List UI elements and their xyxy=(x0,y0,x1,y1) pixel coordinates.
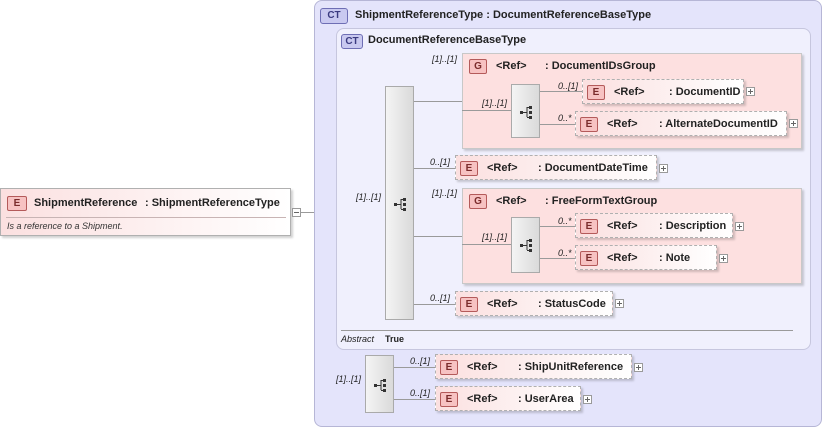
element-name: : DocumentID xyxy=(669,86,741,98)
ref-label: <Ref> xyxy=(607,252,638,264)
occurrence-label: [1]..[1] xyxy=(482,98,508,108)
connector-line xyxy=(394,399,435,400)
ref-label: <Ref> xyxy=(467,393,498,405)
collapse-toggle[interactable] xyxy=(292,208,301,217)
ref-label: <Ref> xyxy=(607,118,638,130)
element-documentid[interactable]: E <Ref> : DocumentID xyxy=(582,79,744,104)
group-name: : FreeFormTextGroup xyxy=(545,195,658,207)
expand-toggle[interactable] xyxy=(789,119,798,128)
element-badge: E xyxy=(580,219,598,234)
element-name: : AlternateDocumentID xyxy=(659,118,778,130)
expand-toggle[interactable] xyxy=(583,395,592,404)
connector-line xyxy=(462,110,511,111)
element-description[interactable]: E <Ref> : Description xyxy=(575,213,733,238)
sequence-compositor[interactable] xyxy=(365,355,394,413)
sequence-icon xyxy=(520,106,532,119)
connector-line xyxy=(414,168,455,169)
ref-label: <Ref> xyxy=(467,361,498,373)
abstract-label: Abstract xyxy=(341,334,375,344)
occurrence-label: 0..[1] xyxy=(410,388,431,398)
element-documentdatetime[interactable]: E <Ref> : DocumentDateTime xyxy=(455,155,657,180)
expand-toggle[interactable] xyxy=(659,164,668,173)
root-divider xyxy=(6,217,286,218)
sequence-compositor[interactable] xyxy=(511,84,540,138)
element-badge: E xyxy=(7,196,27,211)
ref-label: <Ref> xyxy=(614,86,645,98)
element-name: : UserArea xyxy=(518,393,574,405)
complex-type-title: DocumentReferenceBaseType xyxy=(368,34,527,46)
connector-line xyxy=(540,258,575,259)
occurrence-label: 0..* xyxy=(558,113,572,123)
root-documentation: Is a reference to a Shipment. xyxy=(7,221,123,231)
root-element-name: ShipmentReference xyxy=(34,197,138,209)
ref-label: <Ref> xyxy=(487,162,518,174)
element-badge: E xyxy=(440,360,458,375)
occurrence-label: [1]..[1] xyxy=(432,188,458,198)
element-shipunitreference[interactable]: E <Ref> : ShipUnitReference xyxy=(435,354,632,379)
expand-toggle[interactable] xyxy=(735,222,744,231)
occurrence-label: [1]..[1] xyxy=(336,374,362,384)
group-badge: G xyxy=(469,194,487,209)
ref-label: <Ref> xyxy=(496,195,527,207)
element-note[interactable]: E <Ref> : Note xyxy=(575,245,717,270)
complex-type-title: ShipmentReferenceType : DocumentReferenc… xyxy=(355,9,652,21)
element-name: : DocumentDateTime xyxy=(538,162,648,174)
abstract-value: True xyxy=(385,334,405,344)
connector-line xyxy=(540,124,575,125)
element-badge: E xyxy=(460,161,478,176)
expand-toggle[interactable] xyxy=(634,363,643,372)
connector-line xyxy=(414,236,462,237)
sequence-compositor[interactable] xyxy=(511,217,540,273)
connector-line xyxy=(540,91,582,92)
element-badge: E xyxy=(580,117,598,132)
occurrence-label: 0..[1] xyxy=(558,81,579,91)
expand-toggle[interactable] xyxy=(719,254,728,263)
ref-label: <Ref> xyxy=(607,220,638,232)
occurrence-label: 0..[1] xyxy=(430,293,451,303)
root-element-type: : ShipmentReferenceType xyxy=(145,197,280,209)
connector-line xyxy=(414,101,462,102)
occurrence-label: [1]..[1] xyxy=(356,192,382,202)
sequence-icon xyxy=(394,198,406,211)
sequence-compositor[interactable] xyxy=(385,86,414,320)
element-statuscode[interactable]: E <Ref> : StatusCode xyxy=(455,291,613,316)
ct-badge: CT xyxy=(341,34,363,49)
occurrence-label: 0..* xyxy=(558,248,572,258)
ref-label: <Ref> xyxy=(496,60,527,72)
connector-line xyxy=(301,212,325,213)
connector-line xyxy=(540,226,575,227)
expand-toggle[interactable] xyxy=(615,299,624,308)
element-badge: E xyxy=(587,85,605,100)
element-badge: E xyxy=(460,297,478,312)
occurrence-label: 0..[1] xyxy=(430,157,451,167)
element-badge: E xyxy=(580,251,598,266)
group-name: : DocumentIDsGroup xyxy=(545,60,656,72)
element-name: : Description xyxy=(659,220,727,232)
connector-line xyxy=(462,244,511,245)
root-element[interactable]: E ShipmentReference : ShipmentReferenceT… xyxy=(0,188,291,236)
sequence-icon xyxy=(374,379,386,392)
element-name: : Note xyxy=(659,252,691,264)
element-badge: E xyxy=(440,392,458,407)
connector-line xyxy=(414,304,455,305)
ref-label: <Ref> xyxy=(487,298,518,310)
occurrence-label: [1]..[1] xyxy=(482,232,508,242)
occurrence-label: 0..[1] xyxy=(410,356,431,366)
expand-toggle[interactable] xyxy=(746,87,755,96)
element-name: : ShipUnitReference xyxy=(518,361,624,373)
occurrence-label: [1]..[1] xyxy=(432,54,458,64)
sequence-icon xyxy=(520,239,532,252)
occurrence-label: 0..* xyxy=(558,216,572,226)
element-alternatedocumentid[interactable]: E <Ref> : AlternateDocumentID xyxy=(575,111,787,136)
abstract-divider xyxy=(341,330,793,331)
connector-line xyxy=(394,367,435,368)
group-badge: G xyxy=(469,59,487,74)
element-name: : StatusCode xyxy=(538,298,606,310)
element-userarea[interactable]: E <Ref> : UserArea xyxy=(435,386,581,411)
ct-badge: CT xyxy=(320,8,348,24)
